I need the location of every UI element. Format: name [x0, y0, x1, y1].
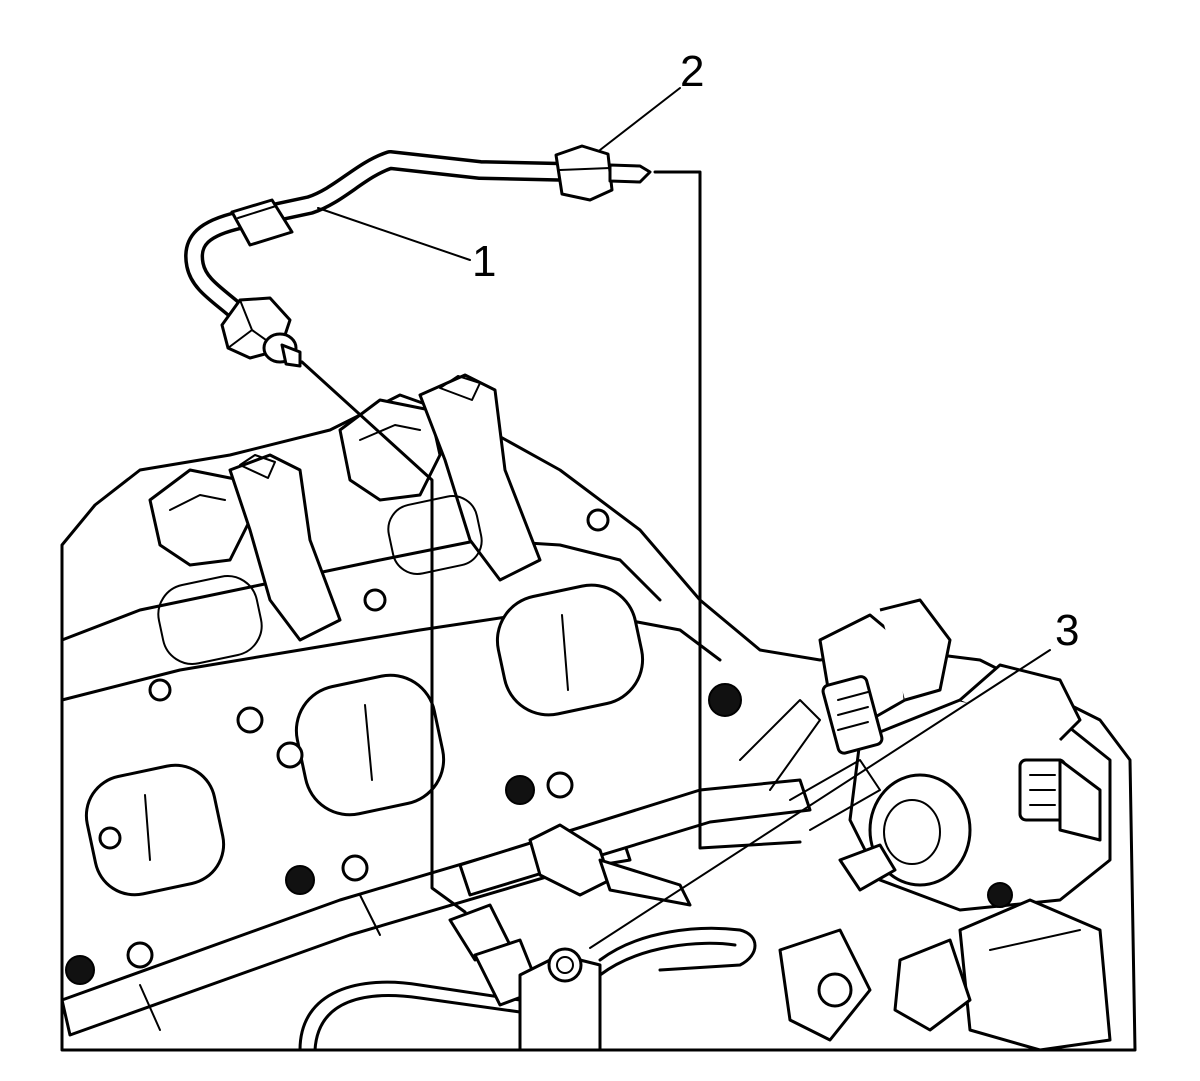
callout-3: 3: [1055, 606, 1079, 655]
rail-inlet-fitting: [528, 823, 692, 907]
high-pressure-fuel-pump: [838, 663, 1112, 912]
fuel-line-clamp-bolt: [518, 947, 602, 1052]
ignition-coil-2: [338, 373, 542, 582]
engine-assembly: [60, 373, 1137, 1052]
intake-ports: [84, 495, 645, 897]
pump-connectors: [739, 598, 952, 831]
callout-1: 1: [472, 237, 496, 286]
head-bolts: [98, 508, 610, 850]
leader-lines: [300, 87, 1051, 949]
callout-2: 2: [680, 47, 704, 96]
ignition-coil-1: [148, 453, 342, 642]
lower-fuel-lines: [298, 926, 757, 1052]
fuel-feed-pipe: [184, 144, 652, 368]
lower-right-components: [778, 758, 1112, 1052]
injector-bolts: [65, 683, 742, 985]
callouts: 1 2 3: [472, 47, 1079, 655]
